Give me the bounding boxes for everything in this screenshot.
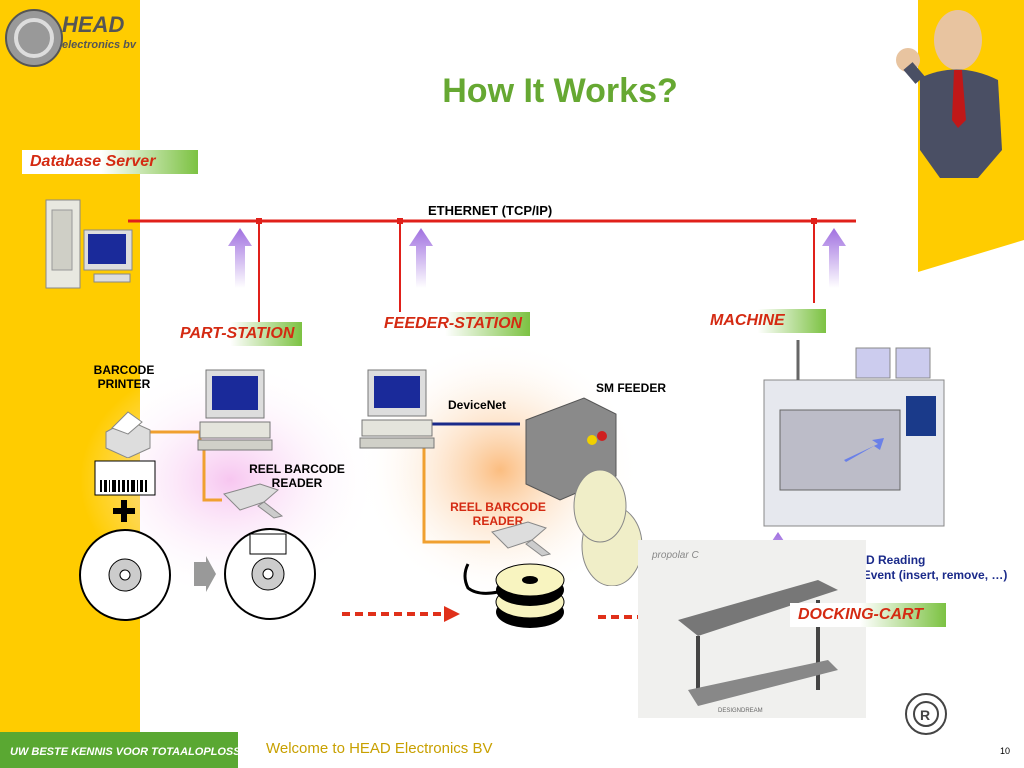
cart-designer-label: DESIGNDREAM — [718, 708, 763, 714]
certification-seal-icon: R — [905, 693, 947, 735]
ethernet-label: ETHERNET (TCP/IP) — [428, 203, 552, 218]
label-feeder-event: Feeder Event (insert, remove, …) — [820, 568, 1008, 582]
footer-slogan: UW BESTE KENNIS VOOR TOTAALOPLOSSINGEN! — [10, 746, 280, 758]
label-reel-barcode-reader-1: REEL BARCODE READER — [249, 462, 345, 490]
gray-arrow-icon — [194, 556, 216, 592]
page-number: 10 — [1000, 746, 1011, 756]
sm-feeder-icon — [525, 397, 643, 586]
label-barcode-printer: BARCODE PRINTER — [93, 363, 155, 391]
tape-reel-icon — [463, 563, 565, 628]
tag-feeder-station: FEEDER-STATION — [376, 312, 531, 336]
label-sm-feeder: SM FEEDER — [596, 381, 667, 395]
barcode-printer-icon — [105, 411, 151, 458]
businessman-illustration — [896, 10, 1002, 178]
part-station-computer-icon — [197, 369, 273, 451]
cart-brand-label: propolar C — [651, 550, 699, 561]
label-devicenet: DeviceNet — [448, 398, 507, 412]
tag-part-station: PART-STATION — [172, 322, 303, 346]
page-title: How It Works? — [442, 72, 678, 110]
logo-line2: electronics bv — [62, 39, 137, 51]
footer-welcome: Welcome to HEAD Electronics BV — [266, 740, 493, 757]
svg-text:R: R — [920, 707, 930, 723]
labeled-reel-icon — [224, 528, 316, 620]
feeder-station-computer-icon — [359, 369, 435, 449]
label-reel-barcode-reader-2: REEL BARCODE READER — [450, 500, 546, 528]
tag-machine: MACHINE — [702, 309, 826, 333]
database-server-icon — [45, 199, 133, 289]
head-logo: HEAD electronics bv — [5, 9, 137, 67]
docking-cart-image: propolar C DESIGNDREAM — [638, 540, 866, 718]
pick-and-place-machine-icon — [763, 340, 945, 527]
barcode-scanner-icon — [223, 483, 284, 519]
right-arrow-icon — [444, 606, 460, 622]
plus-icon — [113, 500, 135, 522]
logo-line1: HEAD — [62, 12, 124, 37]
barcode-label-icon — [94, 460, 156, 496]
tag-database-server: Database Server — [22, 150, 198, 174]
tag-docking-cart: DOCKING-CART — [790, 603, 946, 627]
barcode-scanner-icon — [491, 521, 552, 557]
reel-icon — [79, 529, 171, 621]
footer-green-band — [0, 732, 238, 768]
